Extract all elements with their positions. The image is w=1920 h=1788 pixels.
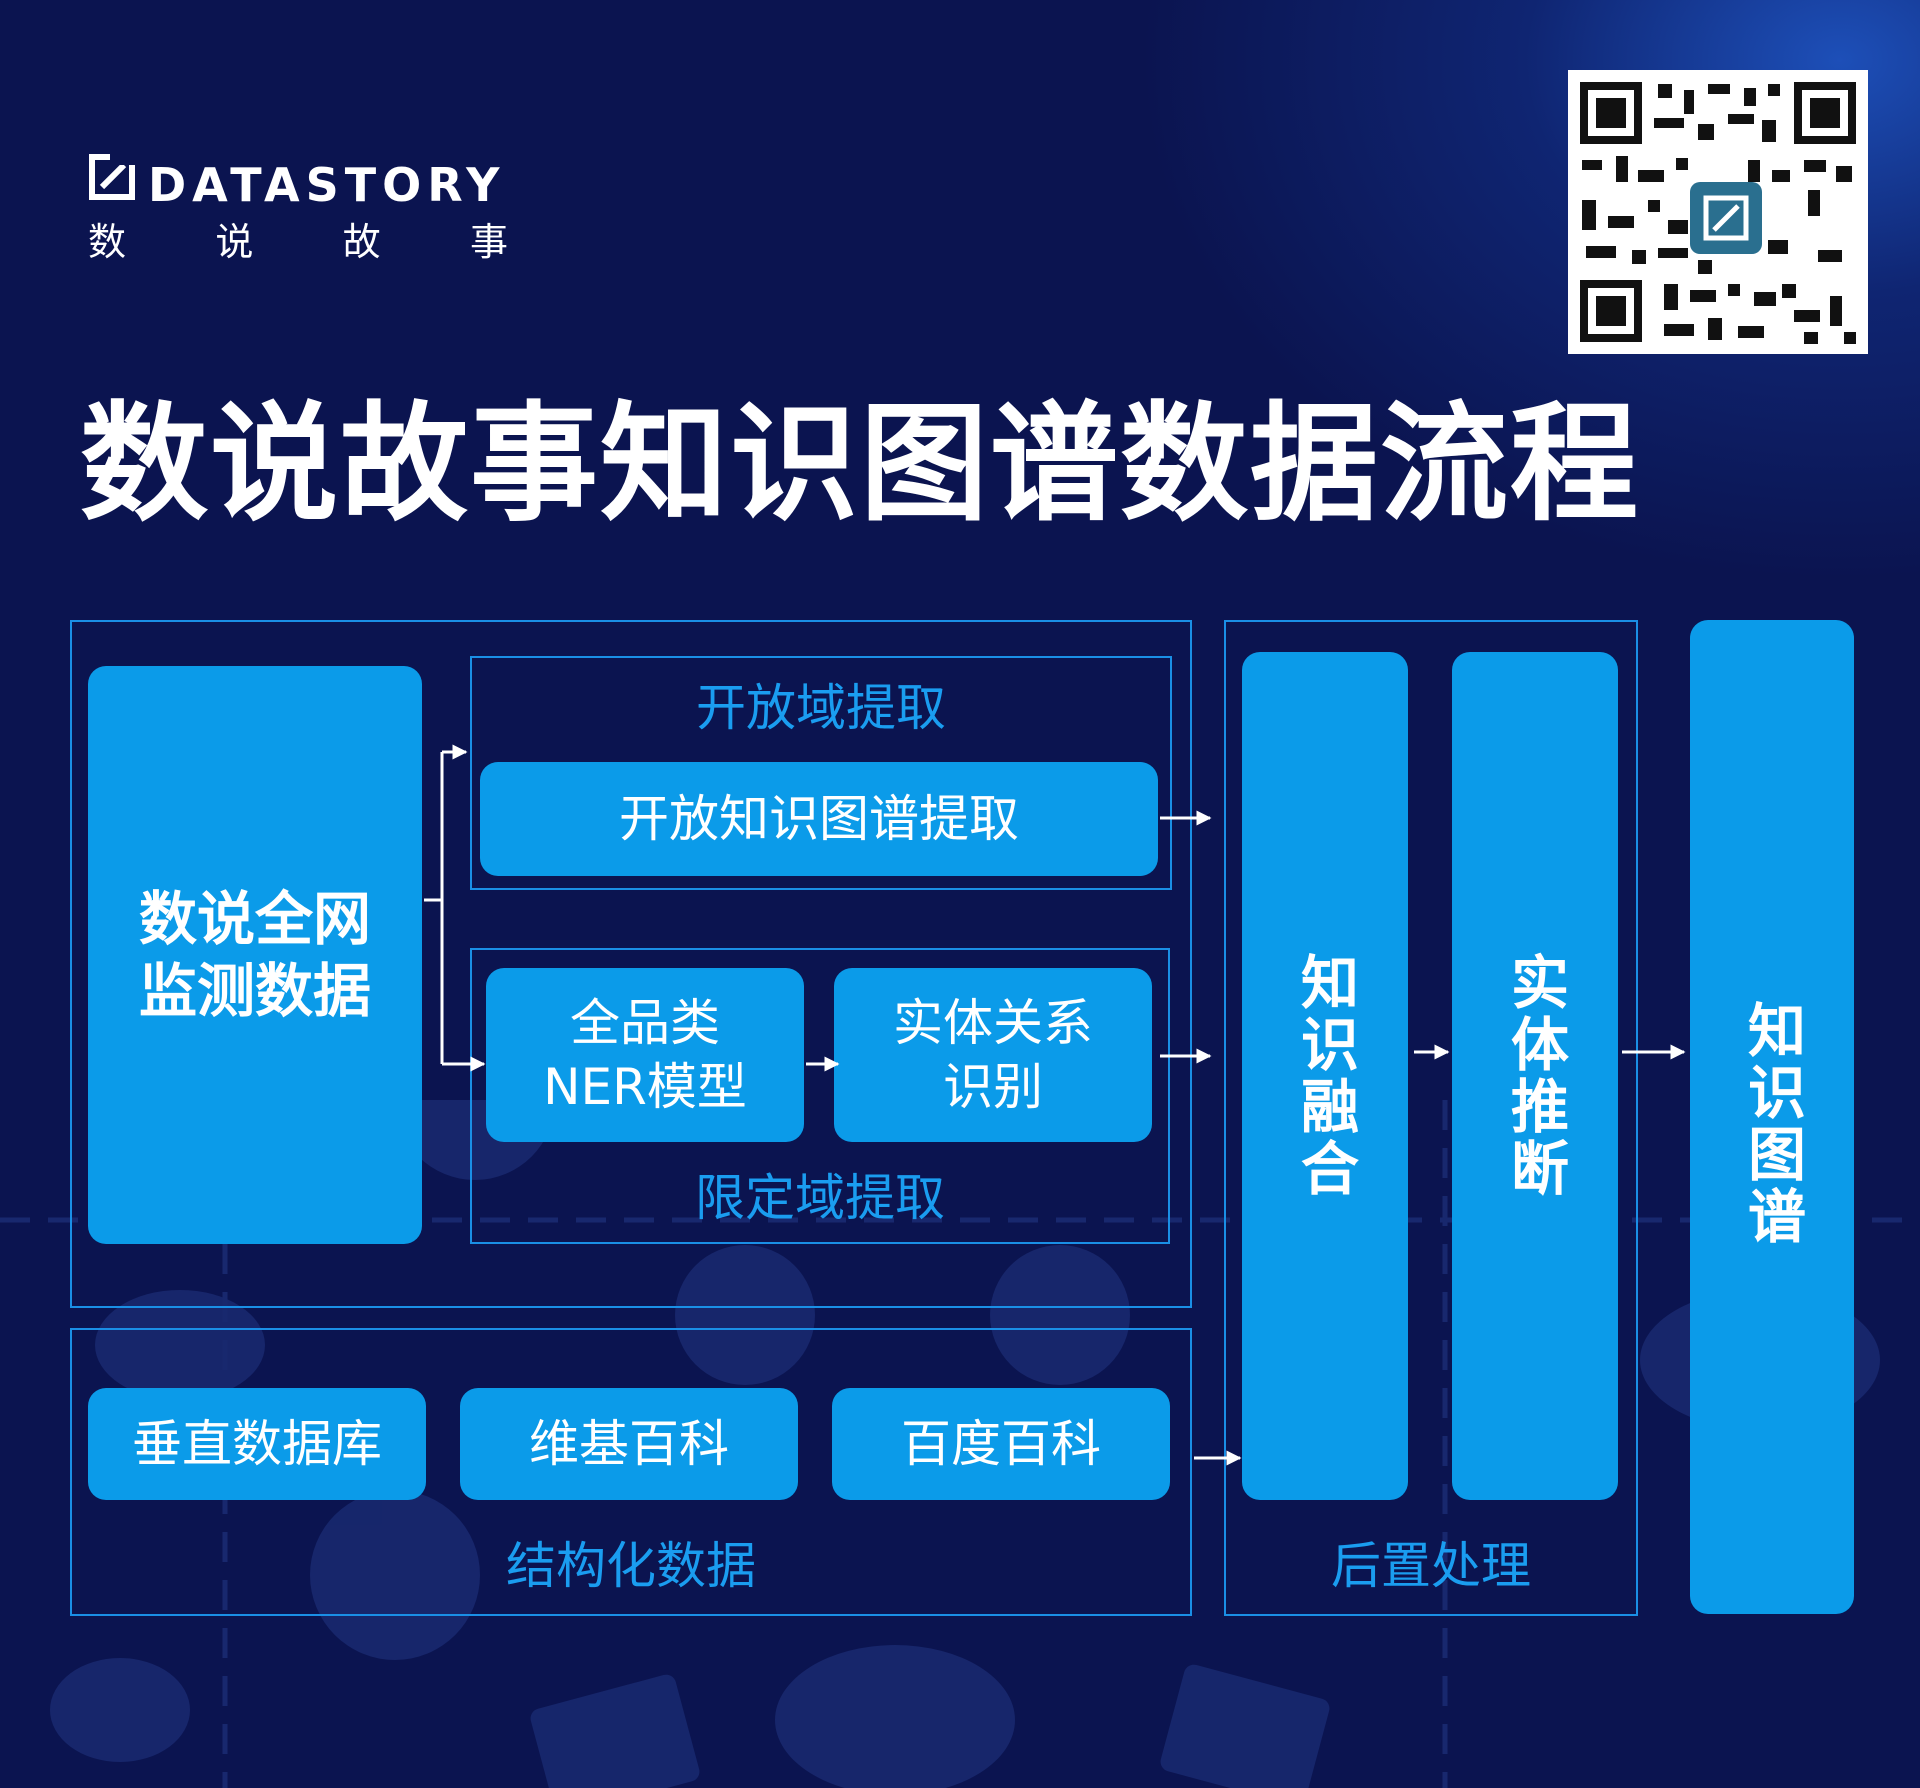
logo-chinese: 数 说 故 事 [88, 220, 508, 264]
knowledge-fusion-block: 知识融合 [1242, 652, 1408, 1500]
structured-item-label: 百度百科 [901, 1415, 1101, 1473]
post-processing-label: 后置处理 [1331, 1537, 1531, 1595]
open-kg-extraction-block: 开放知识图谱提取 [480, 762, 1158, 876]
structured-item-label: 垂直数据库 [132, 1415, 382, 1473]
limited-domain-frame [470, 948, 1170, 1244]
structured-data-frame [70, 1328, 1192, 1616]
entity-inference-block: 实体推断 [1452, 652, 1618, 1500]
knowledge-graph-block: 知识图谱 [1690, 620, 1854, 1614]
qr-code-icon [1568, 70, 1868, 354]
logo-char: 数 [88, 220, 127, 264]
knowledge-graph-label: 知识图谱 [1738, 1000, 1806, 1248]
structured-item-baidu-baike: 百度百科 [832, 1388, 1170, 1500]
logo-char: 故 [342, 220, 381, 264]
source-block: 数说全网监测数据 [88, 666, 422, 1244]
ner-model-block: 全品类NER模型 [486, 968, 804, 1142]
open-domain-label: 开放域提取 [696, 679, 946, 737]
open-kg-extraction-label: 开放知识图谱提取 [619, 790, 1019, 848]
open-domain-frame [470, 656, 1172, 890]
logo-char: 事 [469, 220, 508, 264]
logo-wordmark: DATASTORY [148, 158, 506, 212]
logo-mark-icon [89, 153, 136, 200]
extraction-frame [70, 620, 1192, 1308]
knowledge-fusion-label: 知识融合 [1291, 952, 1359, 1200]
ner-model-label: 全品类NER模型 [543, 994, 747, 1116]
structured-data-label: 结构化数据 [506, 1537, 756, 1595]
structured-item-label: 维基百科 [529, 1415, 729, 1473]
relation-recognition-label: 实体关系识别 [893, 994, 1093, 1116]
logo-char: 说 [215, 220, 254, 264]
entity-inference-label: 实体推断 [1501, 952, 1569, 1200]
limited-domain-label: 限定域提取 [695, 1169, 945, 1227]
source-block-label: 数说全网监测数据 [138, 885, 371, 1025]
page-title: 数说故事知识图谱数据流程 [80, 390, 1641, 539]
post-processing-frame [1224, 620, 1638, 1616]
structured-item-vertical-db: 垂直数据库 [88, 1388, 426, 1500]
structured-item-wikipedia: 维基百科 [460, 1388, 798, 1500]
relation-recognition-block: 实体关系识别 [834, 968, 1152, 1142]
